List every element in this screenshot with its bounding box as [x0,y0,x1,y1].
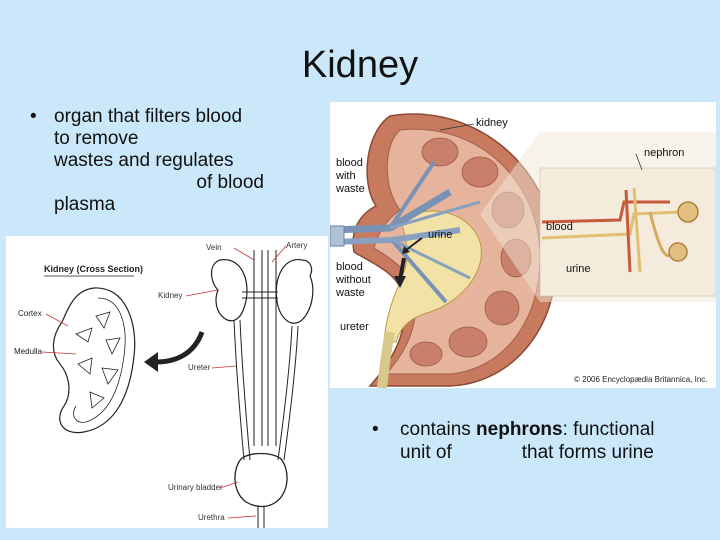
cortex-label: Cortex [18,309,42,318]
urine-label: urine [428,229,452,241]
bullet-marker: • [372,419,379,440]
bullet-line: of blood [196,172,264,193]
kidney-anatomy-illustration: kidney nephron blood with waste urine bl… [329,102,717,389]
blood-without-waste-label-2: without [335,274,371,286]
bullet-line-2: unit of that forms urine [400,441,700,464]
vein-label: Vein [206,243,222,252]
blood-without-waste-label-3: waste [335,287,365,299]
copyright-text: © 2006 Encyclopædia Britannica, Inc. [574,375,708,384]
blood-without-waste-label-1: blood [336,261,363,273]
urinary-system-diagram: Kidney (Cross Section) Cortex Medulla [6,236,328,528]
nephrons-term: nephrons [476,419,563,440]
nephron-intro: contains [400,419,477,440]
bullet-line-1: contains nephrons: functional [400,418,700,441]
ureter-label: Ureter [188,363,211,372]
right-kidney-drawing [275,259,314,324]
kidney-cross-section-drawing [52,287,136,434]
bullet-line: plasma [54,194,116,215]
title-text: Kidney [301,44,419,86]
bullet-text: organ that filters blood to remove waste… [54,106,290,216]
medulla-label: Medulla [14,347,43,356]
bullet-line: wastes and regulates [54,150,234,171]
nephron-label: nephron [644,147,684,159]
nephron-drawing [541,187,681,273]
unit-of-text: unit of [400,442,452,463]
bullet-line: to remove [54,128,139,149]
ureter-label-right: ureter [340,321,369,333]
nephron-desc: : functional [562,419,655,440]
bullet-text: contains nephrons: functional unit of tha… [400,418,700,464]
slide-title: Kidney [0,44,720,87]
artery-label: Artery [286,241,307,250]
inset-urine-label: urine [566,263,590,275]
forms-urine-text: that forms urine [521,442,654,463]
bullet-line: organ that filters blood [54,106,243,127]
urethra-label: Urethra [198,513,225,522]
urinary-system-svg: Kidney (Cross Section) Cortex Medulla [14,241,314,528]
blood-with-waste-label-2: with [335,170,356,182]
blood-with-waste-label-1: blood [336,157,363,169]
kidney-label: Kidney [158,291,182,300]
bladder-label: Urinary bladder [168,483,223,492]
kidney-label-right: kidney [476,117,508,129]
blood-with-waste-label-3: waste [335,183,365,195]
left-kidney-drawing [210,259,248,322]
bladder-drawing [234,452,288,508]
inset-blood-label: blood [546,221,573,233]
bullet-marker: • [30,106,37,127]
cross-section-heading: Kidney (Cross Section) [44,264,143,274]
kidney-anatomy-svg: kidney nephron blood with waste urine bl… [329,113,717,389]
